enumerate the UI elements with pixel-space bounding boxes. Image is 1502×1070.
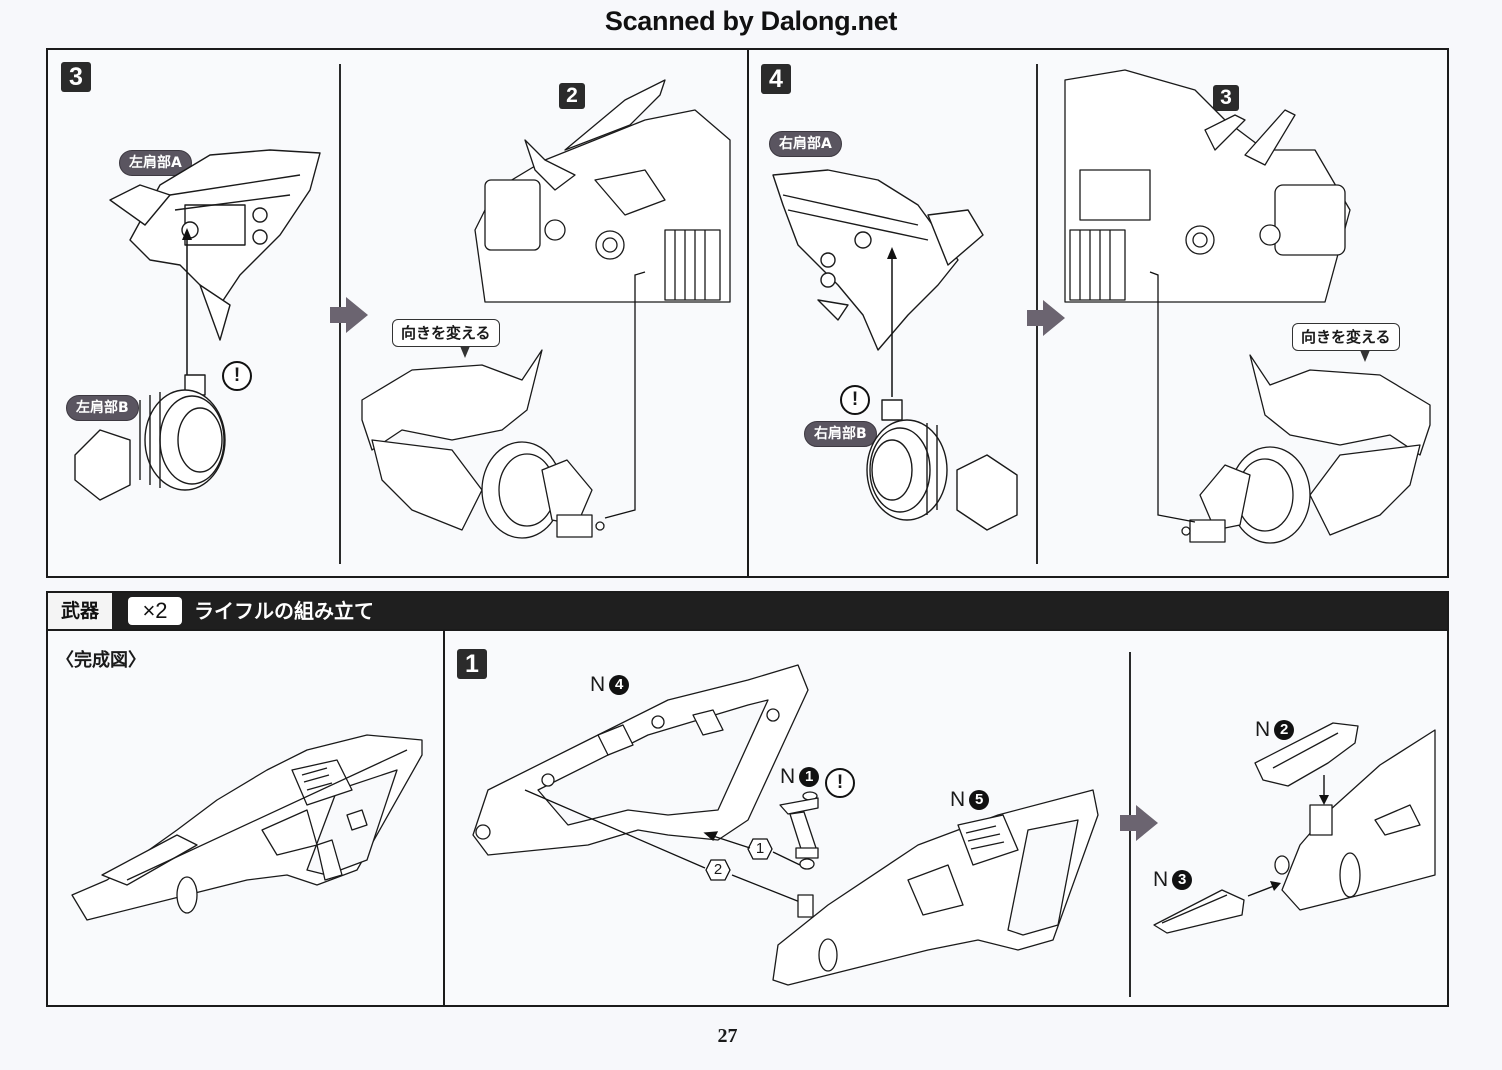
part-runner-letter: N <box>1153 868 1169 891</box>
shoulder-a-shell <box>130 150 320 305</box>
rifle-front-assembly-drawing <box>1270 725 1435 915</box>
part-number-badge: 1 <box>799 767 820 787</box>
robot-torso-drawing-step2 <box>465 80 730 302</box>
rifle-part-n2-drawing <box>1253 718 1363 788</box>
step4-number: 4 <box>761 64 791 94</box>
step3-assembly-arrow <box>182 228 192 378</box>
part-runner-letter: N <box>1255 718 1271 741</box>
step3-rotated-shoulder-drawing <box>352 340 612 550</box>
step4-caution-icon: ! <box>840 385 870 415</box>
order-marker-2: 2 <box>705 859 731 881</box>
part-label-n4: N 4 <box>590 673 630 697</box>
part-label-n2: N 2 <box>1255 718 1295 742</box>
step4-part-label-b: 右肩部B <box>804 421 877 447</box>
part-label-n1: N 1 <box>780 765 820 789</box>
rifle-part-n1-grip-drawing <box>778 790 828 872</box>
rifle-part-n4-drawing <box>468 660 813 860</box>
part-label-n5: N 5 <box>950 788 990 812</box>
completed-view-label: 〈完成図〉 <box>56 650 146 671</box>
left-shoulder-b-drawing <box>70 370 240 505</box>
weapon-caution-icon: ! <box>825 768 855 798</box>
part-number-badge: 3 <box>1172 870 1193 890</box>
step3-part-label-b: 左肩部B <box>66 395 139 421</box>
part-runner-letter: N <box>780 765 796 788</box>
order-marker-1: 1 <box>747 838 773 860</box>
page-number: 27 <box>717 1025 738 1047</box>
shoulder-a-spike <box>200 285 230 340</box>
rifle-barrel-top <box>102 835 197 885</box>
step3-caution-icon: ! <box>222 361 252 391</box>
rifle-part-n3-drawing <box>1152 885 1247 935</box>
step3-ref-step-number: 2 <box>559 83 585 109</box>
step4-flow-arrow-icon <box>1027 300 1065 336</box>
weapon-section-header: 武器 ×2 ライフルの組み立て <box>46 591 1449 631</box>
weapon-flow-arrow-icon <box>1120 805 1158 841</box>
step4-ref-step-number: 3 <box>1213 85 1239 111</box>
part-number-badge: 5 <box>969 790 990 810</box>
left-shoulder-a-drawing <box>100 145 330 345</box>
step4-assembly-arrow <box>887 247 897 397</box>
part-runner-letter: N <box>950 788 966 811</box>
scan-credit-header: Scanned by Dalong.net <box>604 6 898 36</box>
robot-torso-drawing-step3 <box>1065 70 1350 302</box>
n3-insert-arrow <box>1248 881 1281 900</box>
part-number-badge: 4 <box>609 675 630 695</box>
step4-rotated-shoulder-drawing <box>1180 345 1440 555</box>
step3-number: 3 <box>61 62 91 92</box>
step3-rotate-note: 向きを変える <box>392 319 500 358</box>
weapon-section-title: ライフルの組み立て <box>194 599 374 623</box>
step4-guide-line <box>1150 270 1200 525</box>
n2-insert-arrow <box>1319 775 1329 805</box>
part-runner-letter: N <box>590 673 606 696</box>
weapon-quantity-badge: ×2 <box>128 597 182 625</box>
step3-part-label-a: 左肩部A <box>119 150 192 176</box>
step3-flow-arrow-icon <box>330 297 368 333</box>
right-shoulder-a-drawing <box>768 165 983 360</box>
completed-rifle-drawing <box>67 730 427 920</box>
right-shoulder-b-drawing <box>862 395 1022 530</box>
step4-part-label-a: 右肩部A <box>769 131 842 157</box>
step4-rotate-note: 向きを変える <box>1292 323 1400 362</box>
weapon-assembly-guide-lines <box>510 780 810 910</box>
part-number-badge: 2 <box>1274 720 1295 740</box>
rifle-part-n5-drawing <box>768 785 1103 985</box>
weapon-step1-number: 1 <box>457 649 487 679</box>
part-label-n3: N 3 <box>1153 868 1193 892</box>
weapon-category-label: 武器 <box>48 593 112 629</box>
step3-guide-line <box>600 270 650 520</box>
rifle-drum <box>292 760 352 805</box>
